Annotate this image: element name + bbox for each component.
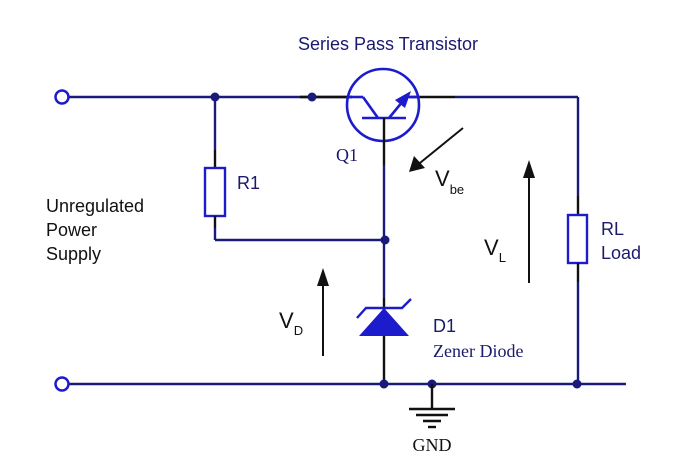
vd-subscript: D <box>294 323 303 338</box>
vl-label: VL <box>484 235 506 265</box>
vbe-subscript: be <box>450 182 464 197</box>
r1-resistor[interactable] <box>203 166 227 218</box>
zener-triangle <box>359 308 409 336</box>
vd-label: VD <box>279 308 303 338</box>
vbe-arrow <box>409 127 464 172</box>
supply-label-line2: Power <box>46 220 97 240</box>
diagram-title: Series Pass Transistor <box>298 34 478 54</box>
junction-dot <box>380 235 390 245</box>
rl-load-label: Load <box>601 243 641 263</box>
junction-dot <box>572 379 582 389</box>
emitter-arrow-icon <box>395 91 411 108</box>
junction-dot <box>210 92 220 102</box>
vl-subscript: L <box>499 250 506 265</box>
supply-label-line1: Unregulated <box>46 196 144 216</box>
zener-cathode-bar <box>356 298 412 319</box>
vl-arrow <box>523 160 535 283</box>
vl-main: V <box>484 235 499 260</box>
r1-label: R1 <box>237 173 260 193</box>
input-terminal-top[interactable] <box>54 89 70 105</box>
vbe-label: Vbe <box>435 166 464 197</box>
gnd-label: GND <box>413 435 452 455</box>
vd-arrowhead-icon <box>317 268 329 286</box>
input-terminal-bottom[interactable] <box>54 376 70 392</box>
vl-arrowhead-icon <box>523 160 535 178</box>
rl-branch <box>566 97 589 384</box>
q1-label: Q1 <box>336 145 358 165</box>
junction-dot <box>307 92 317 102</box>
r1-branch <box>203 97 385 242</box>
vd-main: V <box>279 308 294 333</box>
junction-dot <box>379 379 389 389</box>
vbe-arrowhead-icon <box>409 156 425 172</box>
vd-arrow <box>317 268 329 356</box>
supply-label-line3: Supply <box>46 244 101 264</box>
ground-symbol <box>409 384 455 429</box>
vbe-main: V <box>435 166 450 191</box>
d1-zener-diode[interactable] <box>356 298 412 336</box>
d1-label: D1 <box>433 316 456 336</box>
rl-label: RL <box>601 219 624 239</box>
rl-resistor[interactable] <box>566 213 589 265</box>
d1-description: Zener Diode <box>433 341 523 361</box>
